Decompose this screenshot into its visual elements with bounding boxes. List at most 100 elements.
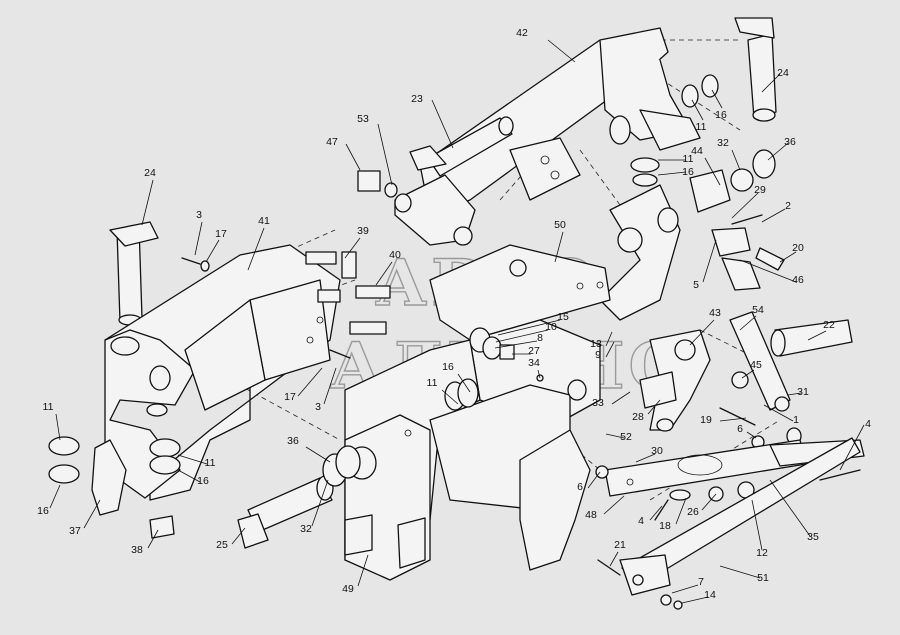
callout-number: 24 [777,67,789,79]
callout-number: 5 [693,279,699,291]
callout-number: 2 [785,200,791,212]
part-ring-11-left [48,436,80,456]
callout-number: 39 [357,225,369,237]
callout-number: 52 [620,431,632,443]
callout-number: 24 [144,167,156,179]
leader-line [441,389,459,405]
part-bolt-4-right [819,469,861,481]
part-nut-27 [499,344,515,360]
part-ring-16-top [701,74,719,98]
callout-number: 32 [717,137,729,149]
part-ring-11-mid [630,157,660,173]
leader-line [603,495,625,515]
leader-line [719,565,761,579]
callout-number: 25 [216,539,228,551]
part-pin-22 [774,319,853,357]
leader-line [751,499,763,551]
leader-line [587,471,601,489]
leader-line [731,149,741,171]
callout-number: 16 [715,109,727,121]
leader-line [537,369,541,379]
part-roller-44 [689,169,731,213]
leader-line [194,221,203,256]
leader-line [649,505,663,521]
leader-line [611,391,631,405]
part-washer-17-top [200,260,210,272]
callout-number: 20 [792,242,804,254]
leader-line [691,99,704,121]
leader-line [807,330,827,341]
leader-line [647,399,661,415]
callout-number: 36 [784,136,796,148]
leader-line [357,554,369,587]
callout-number: 3 [315,401,321,413]
leader-line [147,529,159,549]
callout-number: 16 [442,361,454,373]
callout-number: 9 [595,349,601,361]
leader-line [746,431,757,439]
callout-number: 17 [284,391,296,403]
callout-number: 12 [756,547,768,559]
leader-line [431,99,454,149]
callout-number: 53 [357,113,369,125]
leader-line [49,484,61,509]
leader-line [495,329,549,343]
leader-line [701,493,717,511]
callout-leaders [49,39,865,604]
callout-number: 13 [590,338,602,350]
leader-line [177,469,201,483]
callout-number: 22 [823,319,835,331]
leader-line [311,479,329,527]
leader-line [494,340,538,349]
leader-line [547,39,576,63]
callout-number: 48 [585,509,597,521]
part-pin-24-left [109,221,159,326]
leader-line [609,551,619,567]
callout-number: 44 [691,145,703,157]
part-ring-16-left [48,464,80,484]
callout-number: 29 [754,184,766,196]
part-washer-53 [384,182,398,198]
callout-number: 8 [537,332,543,344]
leader-line [497,319,561,336]
callout-number: 18 [659,520,671,532]
callout-number: 11 [696,121,707,133]
part-pin-24-right [734,17,777,122]
callout-number: 34 [528,357,540,369]
callout-number: 19 [700,414,712,426]
part-bolt-3-top [181,257,201,265]
part-lever-46 [599,184,785,321]
part-bolt-4-mid [654,499,669,521]
leader-line [779,251,797,263]
leader-line [323,367,337,405]
leader-line [457,373,471,393]
part-bolt-19 [719,407,756,426]
leader-line [839,424,865,471]
leader-line [305,446,331,463]
callout-number: 10 [545,321,557,333]
leader-line [231,527,246,545]
leader-line [344,237,361,259]
part-pin-22-end [770,329,786,357]
leader-line [739,259,797,283]
part-bracket-41 [104,244,341,501]
callout-number: 43 [709,307,721,319]
part-pin-25 [237,475,334,549]
callout-number: 11 [43,401,54,413]
leader-line [719,417,747,422]
part-ring-16-mid [632,173,658,187]
leader-line [741,369,755,379]
part-ring-11-left2 [149,438,181,458]
callout-number: 1 [793,414,799,426]
part-ring-11-top [681,84,699,108]
callout-number: 16 [37,505,49,517]
part-ring-10 [482,336,502,360]
leader-line [731,192,759,219]
callout-number: 23 [411,93,423,105]
callout-number: 30 [651,445,663,457]
part-nut-14 [673,600,683,610]
leader-line [247,227,265,271]
